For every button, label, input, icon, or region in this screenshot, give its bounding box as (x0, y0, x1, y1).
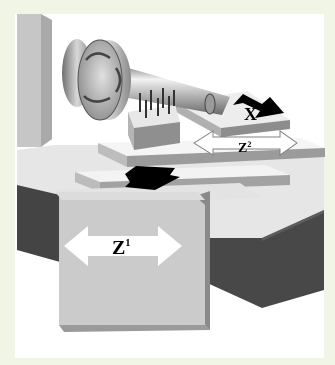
z2-axis-main: Z (238, 141, 247, 156)
x-axis-label: X (244, 104, 257, 124)
z1-axis-sup: 1 (125, 238, 130, 249)
headstock (17, 14, 52, 147)
x-axis-main: X (244, 104, 257, 124)
z2-axis-sup: 2 (247, 140, 251, 149)
carriage-apron (55, 191, 210, 332)
z1-axis-main: Z (112, 237, 125, 259)
